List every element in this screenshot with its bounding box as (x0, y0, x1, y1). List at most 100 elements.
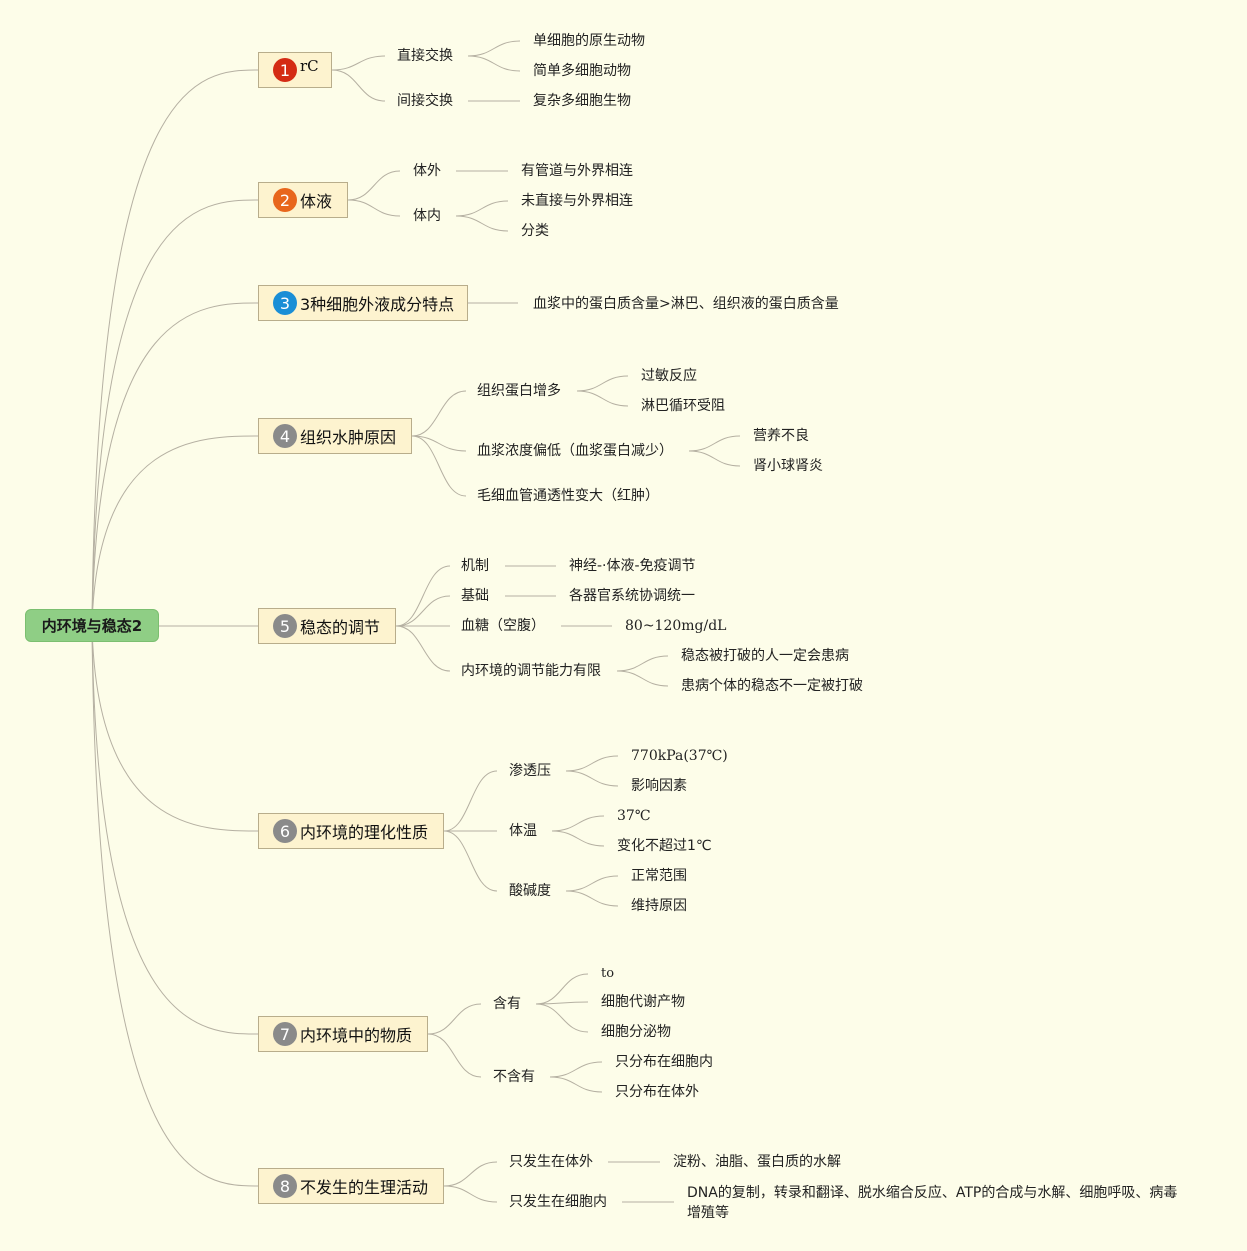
t1-l4 (467, 55, 521, 72)
t1-single-cell-protozoa[interactable]: 单细胞的原生动物 (533, 33, 645, 49)
t2-connected-outside[interactable]: 有管道与外界相连 (521, 163, 633, 179)
t5-homeostasis-broken[interactable]: 稳态被打破的人一定会患病 (681, 648, 849, 664)
t6-osmotic-pressure[interactable]: 渗透压 (509, 763, 551, 779)
topic-6[interactable]: 6 内环境的理化性质 (258, 813, 444, 849)
t7-not-contains[interactable]: 不含有 (493, 1069, 535, 1085)
t6-body-temperature[interactable]: 体温 (509, 823, 537, 839)
t2-external[interactable]: 体外 (413, 163, 441, 179)
t8-intracellular-processes[interactable]: DNA的复制，转录和翻译、脱水缩合反应、ATP的合成与水解、细胞呼吸、病毒增殖等 (687, 1185, 1178, 1221)
root-link-2 (91, 199, 259, 627)
topic-2-title: 体液 (300, 192, 333, 211)
t4-malnutrition[interactable]: 营养不良 (753, 428, 809, 444)
t6-temp-37[interactable]: 37℃ (617, 808, 651, 824)
t5-l9 (616, 670, 669, 687)
t7-contains[interactable]: 含有 (493, 996, 521, 1012)
t5-limited-regulation[interactable]: 内环境的调节能力有限 (461, 663, 601, 679)
t6-ph[interactable]: 酸碱度 (509, 883, 551, 899)
topic-6-title: 内环境的理化性质 (300, 823, 429, 842)
t4-l5 (576, 390, 629, 407)
topic-8[interactable]: 8 不发生的生理活动 (258, 1168, 444, 1204)
root-link-6 (91, 625, 259, 832)
t6-normal-range[interactable]: 正常范围 (631, 868, 687, 884)
t4-l1 (411, 390, 467, 437)
t1-direct-exchange[interactable]: 直接交换 (397, 48, 453, 64)
t5-mechanism[interactable]: 机制 (461, 558, 489, 574)
t8-only-intracellular[interactable]: 只发生在细胞内 (509, 1194, 607, 1210)
t8-l2 (443, 1185, 498, 1203)
number-2-icon: 2 (273, 188, 297, 212)
t7-l6 (549, 1061, 603, 1078)
t4-low-plasma[interactable]: 血浆浓度偏低（血浆蛋白减少） (477, 443, 673, 459)
t4-capillary-permeability[interactable]: 毛细血管通透性变大（红肿） (477, 488, 659, 504)
t4-tissue-protein[interactable]: 组织蛋白增多 (477, 383, 561, 399)
t1-l3 (467, 40, 521, 57)
t8-l1 (443, 1161, 498, 1187)
number-5-icon: 5 (273, 614, 297, 638)
t7-only-intracellular[interactable]: 只分布在细胞内 (615, 1054, 713, 1070)
t6-l3 (443, 830, 498, 892)
t7-only-external[interactable]: 只分布在体外 (615, 1084, 699, 1100)
t7-to[interactable]: to (601, 966, 615, 981)
t7-l1 (427, 1003, 482, 1035)
t2-l1 (347, 170, 401, 201)
t6-l4 (565, 755, 619, 772)
t7-metabolites[interactable]: 细胞代谢产物 (601, 994, 685, 1010)
topic-7[interactable]: 7 内环境中的物质 (258, 1016, 428, 1052)
t6-l5 (565, 770, 619, 787)
t6-l6 (551, 815, 605, 832)
root-link-7 (91, 625, 259, 1035)
t3-protein-content[interactable]: 血浆中的蛋白质含量>淋巴、组织液的蛋白质含量 (533, 296, 839, 312)
t4-nephritis[interactable]: 肾小球肾炎 (753, 458, 823, 474)
t5-sick-not-broken[interactable]: 患病个体的稳态不一定被打破 (681, 678, 863, 694)
t7-secretions[interactable]: 细胞分泌物 (601, 1024, 671, 1040)
t2-classification[interactable]: 分类 (521, 223, 549, 239)
t4-l3 (411, 435, 467, 497)
topic-3[interactable]: 3 3种细胞外液成分特点 (258, 285, 468, 321)
t8-hydrolysis[interactable]: 淀粉、油脂、蛋白质的水解 (673, 1154, 841, 1170)
root-node[interactable]: 内环境与稳态2 (25, 609, 159, 642)
t6-l9 (565, 890, 619, 907)
number-8-icon: 8 (273, 1174, 297, 1198)
t5-organ-coordination[interactable]: 各器官系统协调统一 (569, 588, 695, 604)
t5-neuro-humoral-immune[interactable]: 神经-·体液-免疫调节 (569, 558, 696, 574)
t2-not-connected[interactable]: 未直接与外界相连 (521, 193, 633, 209)
t1-simple-multicellular[interactable]: 简单多细胞动物 (533, 63, 631, 79)
topic-7-title: 内环境中的物质 (300, 1026, 413, 1045)
t5-blood-sugar[interactable]: 血糖（空腹） (461, 618, 545, 634)
t7-l4 (535, 1001, 589, 1005)
topic-5[interactable]: 5 稳态的调节 (258, 608, 396, 644)
t6-maintenance-reason[interactable]: 维持原因 (631, 898, 687, 914)
t4-l2 (411, 435, 467, 452)
topic-4[interactable]: 4 组织水肿原因 (258, 418, 412, 454)
t2-internal[interactable]: 体内 (413, 208, 441, 224)
t1-l1 (331, 55, 386, 71)
t5-l4 (395, 625, 451, 672)
t1-indirect-exchange[interactable]: 间接交换 (397, 93, 453, 109)
number-6-icon: 6 (273, 819, 297, 843)
t7-l3 (535, 973, 589, 1005)
t6-l7 (551, 830, 605, 847)
root-link-4 (91, 435, 259, 627)
topic-1[interactable]: 1 rC (258, 52, 332, 88)
t1-complex-multicellular[interactable]: 复杂多细胞生物 (533, 93, 631, 109)
t5-glucose-range[interactable]: 80~120mg/dL (625, 618, 727, 634)
t4-allergy[interactable]: 过敏反应 (641, 368, 697, 384)
topic-1-title: rC (300, 57, 319, 75)
t2-l2 (347, 199, 401, 217)
t6-influencing-factors[interactable]: 影响因素 (631, 778, 687, 794)
t1-l2 (331, 69, 386, 102)
t7-l2 (427, 1033, 482, 1078)
t4-lymph-blocked[interactable]: 淋巴循环受阻 (641, 398, 725, 414)
root-link-1 (91, 69, 259, 627)
t6-osmotic-value[interactable]: 770kPa(37℃) (631, 748, 728, 764)
t8-only-external[interactable]: 只发生在体外 (509, 1154, 593, 1170)
t4-l7 (688, 450, 741, 467)
topic-8-title: 不发生的生理活动 (300, 1178, 429, 1197)
t5-basis[interactable]: 基础 (461, 588, 489, 604)
t6-temp-variation[interactable]: 变化不超过1℃ (617, 838, 712, 854)
topic-2[interactable]: 2 体液 (258, 182, 348, 218)
t6-l1 (443, 770, 498, 832)
topic-3-title: 3种细胞外液成分特点 (300, 295, 455, 314)
